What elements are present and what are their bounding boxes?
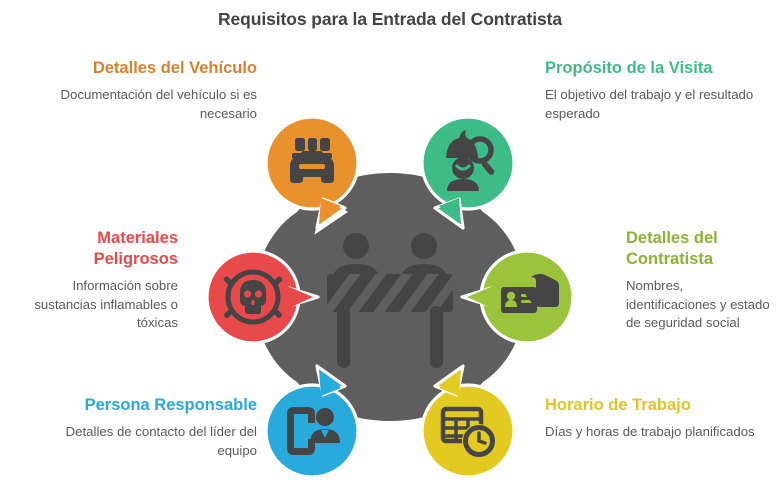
node-text-responsible-person: Persona Responsable Detalles de contacto… (60, 395, 257, 460)
car-front-icon (290, 138, 334, 183)
calendar-clock-icon (440, 406, 496, 458)
node-text-vehicle-details: Detalles del Vehículo Documentación del … (45, 58, 257, 123)
node-pin-work-schedule[interactable] (420, 364, 516, 479)
node-text-contractor-details: Detalles del Contratista Nombres, identi… (626, 228, 776, 333)
node-heading-vehicle-details: Detalles del Vehículo (92, 59, 257, 77)
node-description-vehicle-details: Documentación del vehículo si es necesar… (60, 87, 257, 121)
node-heading-responsible-person: Persona Responsable (84, 396, 257, 414)
node-pin-vehicle-details[interactable] (264, 115, 360, 235)
skull-hazard-icon (223, 269, 283, 325)
node-pin-hazardous-materials[interactable] (205, 249, 320, 345)
node-pin-responsible-person[interactable] (264, 364, 360, 479)
node-description-work-schedule: Días y horas de trabajo planificados (545, 424, 755, 439)
node-text-hazardous-materials: Materiales Peligrosos Información sobre … (30, 228, 178, 333)
mobile-contact-icon (287, 407, 340, 455)
worker-inspection-icon (446, 130, 495, 191)
node-heading-hazardous-materials: Materiales Peligrosos (93, 229, 178, 268)
node-pin-contractor-details[interactable] (460, 249, 575, 345)
node-heading-work-schedule: Horario de Trabajo (545, 396, 691, 414)
node-description-hazardous-materials: Información sobre sustancias inflamables… (34, 278, 178, 330)
node-text-work-schedule: Horario de Trabajo Días y horas de traba… (545, 395, 755, 442)
page-title: Requisitos para la Entrada del Contratis… (218, 9, 562, 29)
node-description-contractor-details: Nombres, identificaciones y estado de se… (626, 278, 770, 330)
node-heading-visit-purpose: Propósito de la Visita (545, 59, 713, 77)
node-description-responsible-person: Detalles de contacto del líder del equip… (65, 424, 257, 458)
hub-and-spokes-graphic (195, 100, 585, 495)
hand-id-card-icon (501, 273, 559, 313)
node-description-visit-purpose: El objetivo del trabajo y el resultado e… (545, 87, 754, 121)
node-text-visit-purpose: Propósito de la Visita El objetivo del t… (545, 58, 770, 123)
node-pin-visit-purpose[interactable] (420, 115, 516, 230)
node-heading-contractor-details: Detalles del Contratista (626, 229, 718, 268)
